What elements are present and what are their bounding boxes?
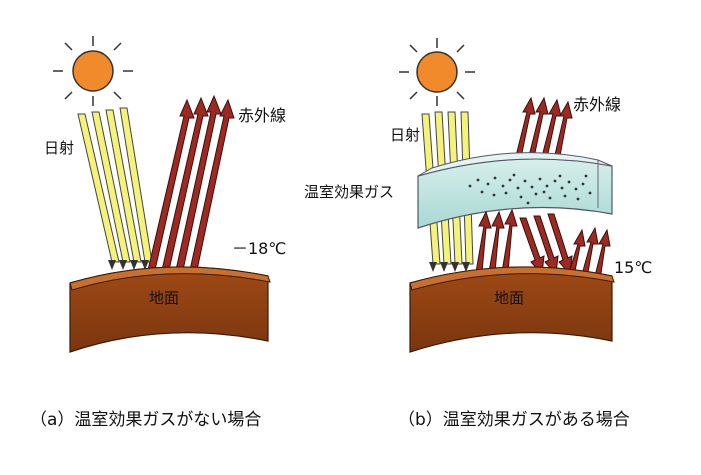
ground-label-a: 地面 bbox=[149, 289, 180, 307]
temperature-label-a: －18℃ bbox=[232, 239, 287, 258]
sun-icon bbox=[399, 38, 475, 106]
infrared-arrows-rising bbox=[475, 208, 518, 273]
sun-icon bbox=[53, 36, 133, 106]
ground-block-a bbox=[69, 266, 271, 353]
panel-a bbox=[53, 36, 271, 353]
greenhouse-gas-layer bbox=[417, 152, 613, 229]
panel-b bbox=[399, 38, 615, 353]
sunlight-label-b: 日射 bbox=[390, 126, 421, 144]
caption-b: （b）温室効果ガスがある場合 bbox=[398, 410, 630, 430]
infrared-label-b: 赤外線 bbox=[573, 95, 622, 114]
ground-label-b: 地面 bbox=[494, 289, 525, 307]
ground-block-b bbox=[409, 266, 615, 353]
sunlight-rays bbox=[77, 107, 153, 270]
caption-a: （a）温室効果ガスがない場合 bbox=[30, 410, 262, 430]
infrared-label-a: 赤外線 bbox=[238, 106, 287, 125]
sunlight-label-a: 日射 bbox=[44, 139, 75, 157]
temperature-label-b: 15℃ bbox=[614, 258, 653, 277]
infrared-arrows bbox=[147, 94, 235, 271]
infrared-arrows-returning bbox=[519, 213, 573, 276]
gas-label-b: 温室効果ガス bbox=[304, 183, 395, 201]
